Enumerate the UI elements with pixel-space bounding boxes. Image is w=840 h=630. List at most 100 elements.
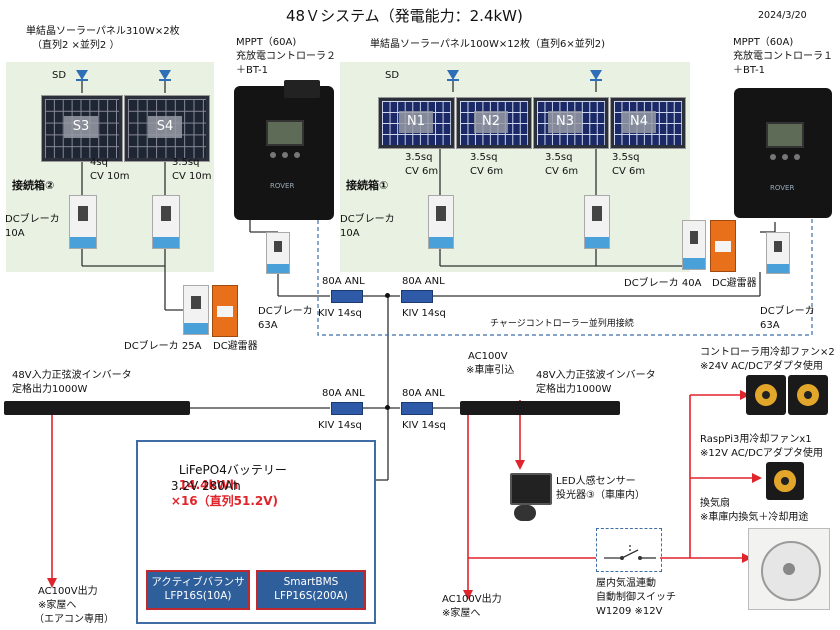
mppt1-label: 充放電コントローラ１ (733, 51, 833, 62)
thermo-switch-label: 屋内気温連動 (596, 578, 656, 589)
cable-spec: 3.5sq (612, 152, 640, 163)
cable-spec: CV 6m (545, 166, 579, 177)
breaker-label: 63A (258, 320, 278, 331)
panel-label-n4: N4 (622, 111, 656, 133)
fuse-label: 80A ANL (402, 276, 445, 287)
anl-fuse (401, 290, 433, 303)
junction-node (385, 293, 390, 298)
page-title: 48Ｖシステム（発電能力：2.4kW) (286, 7, 523, 25)
anl-fuse (401, 402, 433, 415)
cable-spec: KIV 14sq (402, 308, 446, 319)
led-light-label: LED人感センサー (556, 476, 636, 487)
thermo-switch-label: 自動制御スイッチ (596, 592, 676, 603)
dc-surge-arrester (212, 285, 238, 337)
ac-out-right: AC100V出力 (442, 594, 502, 605)
mppt2-label: ＋BT-1 (236, 65, 269, 76)
bms-line2: LFP16S(200A) (274, 590, 348, 602)
cable-spec: KIV 14sq (318, 420, 362, 431)
dc-breaker-63a (266, 232, 290, 274)
junction-node (385, 405, 390, 410)
mppt1-label: ＋BT-1 (733, 65, 766, 76)
battery-type: LiFePO4バッテリー (178, 463, 287, 477)
anl-fuse (331, 402, 363, 415)
thermostat-switch-box (596, 528, 662, 572)
dc-breaker (152, 195, 180, 249)
breaker-label: 10A (5, 228, 25, 239)
breaker-label: 10A (340, 228, 360, 239)
controller-fans-label: ※24V AC/DCアダプタ使用 (700, 361, 823, 372)
dc-breaker (428, 195, 454, 249)
sd-label: SD (52, 70, 67, 81)
bt1-module (284, 80, 320, 98)
cable-spec: 3.5sq (545, 152, 573, 163)
mppt1-label: MPPT（60A) (733, 37, 794, 48)
controller-fans-label: コントローラ用冷却ファン×2 (700, 347, 835, 358)
panel-label-n3: N3 (548, 111, 582, 133)
led-light-label: 投光器③（車庫内） (556, 490, 645, 501)
cable-spec: 3.5sq (470, 152, 498, 163)
brand-logo: ROVER (270, 182, 295, 190)
junction-box-2-label: 接続箱② (12, 179, 55, 192)
fuse-label: 80A ANL (402, 388, 445, 399)
battery-box: LiFePO4バッテリー 14.4kWh 3.2V 280Ah ×16（直列51… (136, 440, 376, 624)
array-left-heading: 単結晶ソーラーパネル310W×2枚 (26, 26, 180, 37)
breaker-label: DCブレーカ (5, 214, 60, 225)
cooling-fan (746, 375, 786, 415)
brand-logo: ROVER (770, 184, 795, 192)
inverter-left (4, 401, 190, 415)
vent-fan-label: ※車庫内換気＋冷却用途 (700, 512, 809, 523)
balancer-line1: アクティブバランサ (151, 576, 245, 588)
ventilation-fan (748, 528, 830, 610)
dc-breaker (69, 195, 97, 249)
cable-spec: CV 10m (172, 171, 212, 182)
charge-controller-2: ROVER (234, 86, 334, 220)
cable-spec: KIV 14sq (318, 308, 362, 319)
cable-spec: KIV 14sq (402, 420, 446, 431)
date-label: 2024/3/20 (758, 10, 807, 21)
breaker-label: DCブレーカ (258, 306, 313, 317)
breaker-label: DCブレーカ (340, 214, 395, 225)
inverter-left-label: 48V入力正弦波インバータ (12, 370, 132, 381)
cable-spec: CV 6m (470, 166, 504, 177)
panel-label-n2: N2 (474, 111, 508, 133)
cable-spec: CV 6m (612, 166, 646, 177)
dc-breaker-40a (682, 220, 706, 270)
rpi-fan-label: RaspPi3用冷却ファンx1 (700, 434, 812, 445)
cable-spec: CV 6m (405, 166, 439, 177)
battery-line1: LiFePO4バッテリー 14.4kWh (156, 448, 287, 508)
spd-label: DC避雷器 (213, 341, 258, 352)
smart-bms: SmartBMS LFP16S(200A) (256, 570, 366, 610)
fuse-label: 80A ANL (322, 276, 365, 287)
inverter-right-label: 48V入力正弦波インバータ (536, 370, 656, 381)
ac-out-right: ※家屋へ (442, 608, 481, 619)
vent-fan-label: 換気扇 (700, 498, 730, 509)
thermo-switch-label: W1209 ※12V (596, 606, 663, 617)
cable-spec: CV 10m (90, 171, 130, 182)
parallel-note: チャージコントローラー並列用接続 (490, 319, 634, 329)
array-right-heading: 単結晶ソーラーパネル100W×12枚（直列6×並列2) (370, 39, 605, 50)
sd-label: SD (385, 70, 400, 81)
led-floodlight (510, 473, 552, 505)
balancer-line2: LFP16S(10A) (164, 590, 232, 602)
cable-spec: 3.5sq (172, 157, 200, 168)
battery-cell-spec: 3.2V 280Ah (170, 479, 241, 493)
array-left-subheading: （直列2 ×並列2 ） (32, 40, 120, 51)
spd-label: DC避雷器 (712, 278, 757, 289)
dc-breaker-63a (766, 232, 790, 274)
ac-out-left: AC100V出力 (38, 586, 98, 597)
cable-spec: 4sq (90, 157, 108, 168)
motion-sensor (514, 505, 536, 521)
panel-label-n1: N1 (399, 111, 433, 133)
battery-line2: 3.2V 280Ah ×16（直列51.2V) (148, 464, 278, 524)
ac-out-left: ※家屋へ (38, 600, 77, 611)
junction-box-1-label: 接続箱① (346, 179, 389, 192)
inverter-left-label: 定格出力1000W (12, 384, 88, 395)
battery-capacity: 14.4kWh (178, 478, 239, 492)
dc-surge-arrester (710, 220, 736, 272)
mppt2-label: 充放電コントローラ２ (236, 51, 336, 62)
inverter-right-label: 定格出力1000W (536, 384, 612, 395)
inverter-right (460, 401, 620, 415)
ac-in-label: AC100V (468, 351, 508, 362)
ac-out-left: （エアコン専用） (34, 614, 114, 625)
